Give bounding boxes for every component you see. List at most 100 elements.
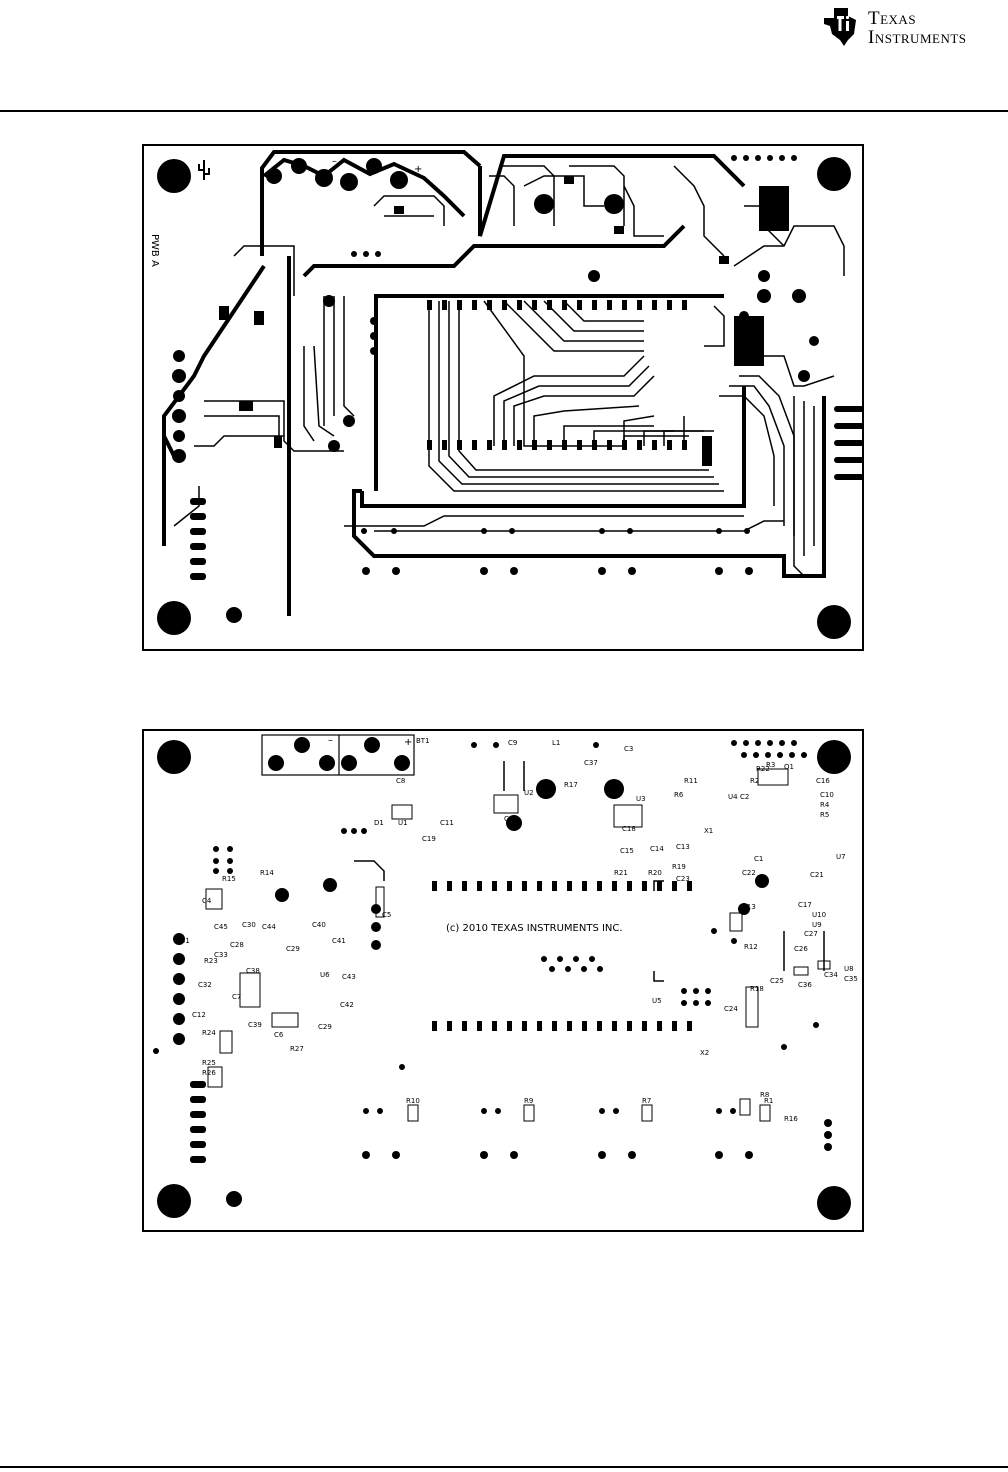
ic-pin-rows (432, 881, 692, 1031)
refdes-label: C2 (740, 793, 749, 801)
refdes-label: C27 (804, 930, 818, 938)
ti-map-logo-icon (824, 8, 856, 46)
refdes-label: C30 (242, 921, 256, 929)
refdes-label: R1 (764, 1097, 773, 1105)
refdes-label: R19 (672, 863, 686, 871)
copper-traces-thin (354, 761, 825, 982)
refdes-label: C41 (332, 937, 346, 945)
refdes-label: C35 (844, 975, 858, 983)
header-pads (172, 158, 819, 463)
refdes-label: C14 (650, 845, 664, 853)
refdes-label: C18 (622, 825, 636, 833)
battery-ref: BT1 (416, 737, 430, 745)
component-outlines (205, 768, 831, 1122)
refdes-label: C13 (676, 843, 690, 851)
refdes-label: U6 (320, 971, 330, 979)
page-header: Texas Instruments (0, 0, 1008, 112)
refdes-label: L1 (552, 739, 560, 747)
pcb-top-layer: PWB A (142, 144, 864, 651)
refdes-label: C17 (798, 901, 812, 909)
footer-rule (0, 1466, 1008, 1468)
refdes-label: R27 (290, 1045, 304, 1053)
refdes-label: C6 (274, 1031, 284, 1039)
refdes-label: C39 (248, 1021, 262, 1029)
refdes-label: R2 (750, 777, 759, 785)
refdes-label: C5 (382, 911, 391, 919)
ic-pin-rows (219, 176, 789, 466)
refdes-label: R15 (222, 875, 236, 883)
refdes-labels: C9 L1 C3 C37 R17 U2 C20 U3 C18 R11 R6 U4… (176, 739, 858, 1123)
refdes-label: C16 (816, 777, 830, 785)
refdes-label: C29 (286, 945, 300, 953)
pads (173, 779, 832, 1151)
refdes-label: C34 (824, 971, 838, 979)
edge-connector-pads (190, 406, 862, 580)
refdes-label: C3 (624, 745, 633, 753)
refdes-label: U1 (398, 819, 408, 827)
ti-logo: Texas Instruments (820, 4, 1004, 48)
refdes-label: U7 (836, 853, 846, 861)
copyright-text: (c) 2010 TEXAS INSTRUMENTS INC. (446, 923, 623, 934)
refdes-label: C20 (504, 815, 518, 823)
refdes-label: U10 (812, 911, 826, 919)
mounting-holes (157, 740, 851, 1220)
refdes-label: R16 (784, 1115, 798, 1123)
battery-plus: + (404, 737, 412, 748)
refdes-label: C32 (198, 981, 212, 989)
refdes-label: C24 (724, 1005, 738, 1013)
refdes-label: U2 (524, 789, 534, 797)
refdes-label: R7 (642, 1097, 651, 1105)
vias (153, 740, 819, 1159)
refdes-label: C21 (810, 871, 824, 879)
refdes-label: C45 (214, 923, 228, 931)
header-rule (0, 110, 1008, 112)
refdes-label: R17 (564, 781, 578, 789)
refdes-label: R13 (742, 903, 756, 911)
edge-connector-pads (190, 1081, 206, 1163)
refdes-label: U3 (636, 795, 646, 803)
logo-line-2: Instruments (868, 27, 967, 48)
refdes-label: C19 (422, 835, 436, 843)
refdes-label: C7 (232, 993, 241, 1001)
refdes-label: C11 (440, 819, 454, 827)
pcb-bottom-layer: BT1 + – (c) 2010 TEXAS INSTRUMENTS INC. (142, 729, 864, 1232)
refdes-label: C26 (794, 945, 808, 953)
top-plus-mark: + (414, 164, 422, 175)
refdes-label: R24 (202, 1029, 216, 1037)
refdes-label: C9 (508, 739, 517, 747)
refdes-label: R26 (202, 1069, 216, 1077)
refdes-label: D1 (374, 819, 384, 827)
refdes-label: R20 (648, 869, 662, 877)
refdes-label: C22 (742, 869, 756, 877)
refdes-label: C10 (820, 791, 834, 799)
refdes-label: R23 (204, 957, 218, 965)
refdes-label: C33 (214, 951, 228, 959)
refdes-label: C36 (798, 981, 812, 989)
rev-label: PWB A (149, 234, 160, 267)
refdes-label: R5 (820, 811, 829, 819)
refdes-label: R9 (524, 1097, 533, 1105)
refdes-label: U8 (844, 965, 854, 973)
refdes-label: C31 (176, 937, 190, 945)
refdes-label: R21 (614, 869, 628, 877)
refdes-label: R8 (760, 1091, 769, 1099)
refdes-label: C29 (318, 1023, 332, 1031)
cactus-icon (198, 160, 210, 180)
refdes-label: C42 (340, 1001, 354, 1009)
battery-minus: – (328, 735, 333, 746)
copper-traces-thick (162, 150, 826, 616)
refdes-label: U9 (812, 921, 822, 929)
vias (351, 155, 797, 575)
refdes-label: C44 (262, 923, 276, 931)
refdes-label: R12 (744, 943, 758, 951)
refdes-label: R14 (260, 869, 274, 877)
refdes-label: C15 (620, 847, 634, 855)
refdes-label: U5 (652, 997, 662, 1005)
top-minus-mark: – (332, 156, 337, 167)
copper-traces-thin (173, 165, 845, 577)
battery-footprint (261, 734, 415, 776)
refdes-label: C28 (230, 941, 244, 949)
refdes-label: R18 (750, 985, 764, 993)
refdes-label: R11 (684, 777, 698, 785)
refdes-label: R6 (674, 791, 684, 799)
